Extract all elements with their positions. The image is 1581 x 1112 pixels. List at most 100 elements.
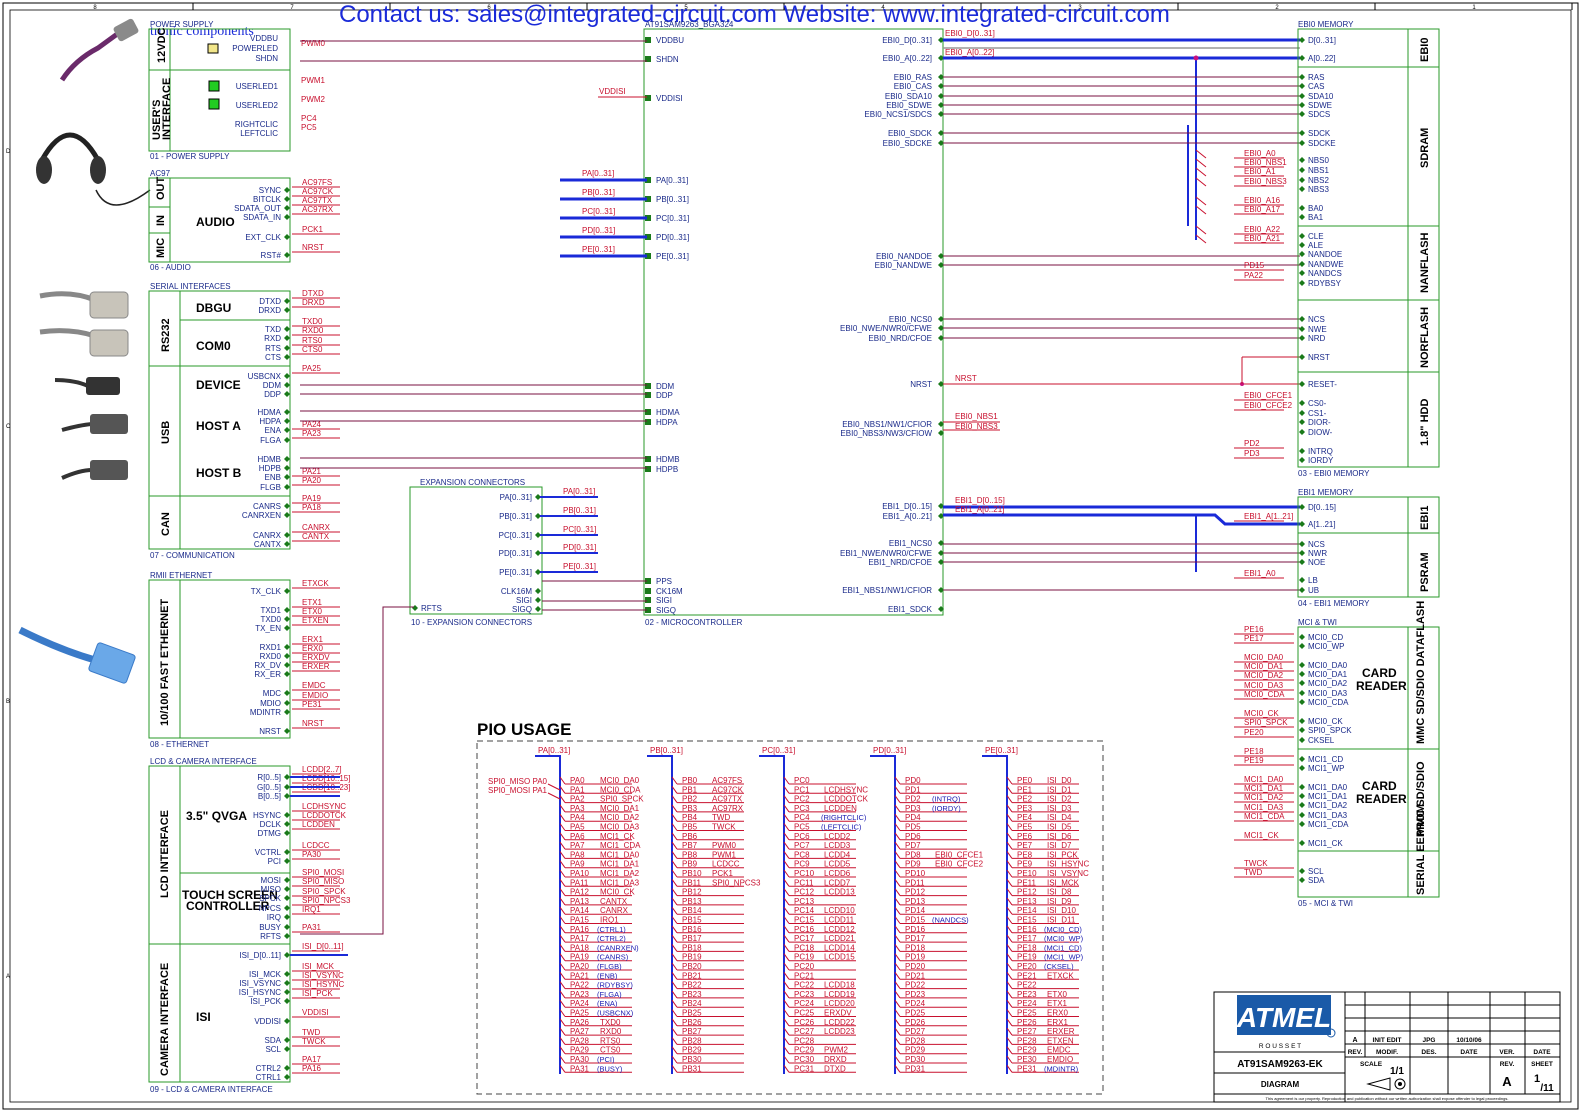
comm-net-pa23-8: PA23 xyxy=(302,429,322,438)
mci-net-pe18-10: PE18 xyxy=(1244,747,1264,756)
cam-net-twd: TWD xyxy=(302,1028,320,1037)
power-side: 12VDC xyxy=(156,27,168,63)
mcu-left-sigq: SIGQ xyxy=(656,606,676,615)
audio-net-ac97ck: AC97CK xyxy=(302,187,334,196)
pio-pa21-alt: (ENB) xyxy=(597,971,618,980)
mcu-block[interactable] xyxy=(643,28,944,616)
tb-head-ver: VER. xyxy=(1499,1049,1514,1056)
contact-banner[interactable]: Contact us: sales@integrated-circuit.com… xyxy=(339,1,1170,28)
comm-pin-hdpa-10-pin xyxy=(284,418,290,424)
eth-net-erxer: ERXER xyxy=(302,662,330,671)
lcd-pin-busy: BUSY xyxy=(259,923,281,932)
mci-block xyxy=(1297,626,1440,898)
comm-pin-canrx-19: CANRX xyxy=(253,531,282,540)
eth-net-erxdv: ERXDV xyxy=(302,653,330,662)
comm-pin-canrxen-18-pin xyxy=(284,512,290,518)
audio-side-out: OUT xyxy=(155,177,167,201)
cam-net-isi-d-0-11: ISI_D[0..11] xyxy=(302,942,344,951)
pio-pd10: PD10 xyxy=(905,869,926,878)
comm-pin-txd-2-pin xyxy=(284,326,290,332)
mci-title: MCI & TWI xyxy=(1298,618,1337,627)
pio-pc4-alt: (RIGHTCLIC) xyxy=(821,813,867,822)
pio-pc27: PC27 xyxy=(794,1027,815,1036)
comm-pin-drxd-1: DRXD xyxy=(258,306,281,315)
comm-net-txd0-2: TXD0 xyxy=(302,317,323,326)
ebi0-pin-nbs3-12: NBS3 xyxy=(1308,185,1329,194)
lcd-net-irq1: IRQ1 xyxy=(302,905,321,914)
lcd-net-lcddotck: LCDDOTCK xyxy=(302,811,347,820)
pio-pc2-func: LCDDOTCK xyxy=(824,795,869,804)
comm-net-dtxd-0: DTXD xyxy=(302,289,324,298)
exp-pin-sigi: SIGI xyxy=(516,596,532,605)
exp-title: EXPANSION CONNECTORS xyxy=(420,478,525,487)
audio-net-ac97rx: AC97RX xyxy=(302,205,334,214)
net-ebi0-d: EBI0_D[0..31] xyxy=(945,29,995,38)
ebi0-side-ebi0: EBI0 xyxy=(1419,38,1431,62)
mcu-right-ebi0-ncs0: EBI0_NCS0 xyxy=(889,315,933,324)
border-col-5: 5 xyxy=(684,5,688,11)
comm-pin-hdma-9-pin xyxy=(284,409,290,415)
pio-pb4-func: TWD xyxy=(712,813,730,822)
pio-pb7: PB7 xyxy=(682,841,698,850)
exp-pin-sigq-pin xyxy=(535,606,541,612)
pio-pa6-func: MCI1_CK xyxy=(600,832,635,841)
pio-pa9: PA9 xyxy=(570,860,585,869)
power-block xyxy=(148,28,291,152)
pio-pb20: PB20 xyxy=(682,962,702,971)
comm-net-pa18-12: PA18 xyxy=(302,503,322,512)
pio-pb19: PB19 xyxy=(682,953,702,962)
mci-net-mci0-cda-6: MCI0_CDA xyxy=(1244,690,1285,699)
power-title: POWER SUPPLY xyxy=(150,20,214,29)
pio-pd3-alt: (IORDY) xyxy=(932,804,961,813)
mcu-net-pe-0-31: PE[0..31] xyxy=(582,245,615,254)
eth-block xyxy=(148,579,291,739)
mci-pin-mci0-da0-2: MCI0_DA0 xyxy=(1308,661,1348,670)
audio-pin-bitclk: BITCLK xyxy=(253,195,282,204)
user-led1 xyxy=(208,80,220,92)
pin-leftclic: LEFTCLIC xyxy=(240,129,278,138)
mci-pin-mci0-wp-1: MCI0_WP xyxy=(1308,642,1344,651)
pio-pd26: PD26 xyxy=(905,1018,926,1027)
audio-net-pck1: PCK1 xyxy=(302,225,323,234)
comm-side-rs232: RS232 xyxy=(160,318,172,352)
pio-pa22: PA22 xyxy=(570,981,590,990)
comm-side-usb: USB xyxy=(160,421,172,444)
mcu-left-pa-0-31: PA[0..31] xyxy=(656,176,688,185)
audio-pin-sdata-out-pin xyxy=(284,205,290,211)
pio-pc10-func: LCDD6 xyxy=(824,869,851,878)
ebi1-pin-nwr-pin xyxy=(1299,550,1305,556)
pio-pa14-func: CANRX xyxy=(600,906,629,915)
comm-pin-flga-12: FLGA xyxy=(260,436,282,445)
ebi0-pin-reset-25: RESET- xyxy=(1308,380,1337,389)
tb-notice: This agreement is our property. Reproduc… xyxy=(1266,1096,1509,1101)
mci-pin-sda-19-pin xyxy=(1299,877,1305,883)
ebi0-pin-nbs2-11-pin xyxy=(1299,177,1305,183)
pio-pb30: PB30 xyxy=(682,1055,702,1064)
ebi0-pin-sdcke-8: SDCKE xyxy=(1308,139,1336,148)
brand-subtitle: tronic components xyxy=(150,24,254,39)
ebi0-net-ebi0-cfce1-10: EBI0_CFCE1 xyxy=(1244,391,1293,400)
pio-pc26-func: LCDD22 xyxy=(824,1018,855,1027)
tb-board: AT91SAM9263-EK xyxy=(1237,1059,1323,1070)
ebi0-pin-sda10-4-pin xyxy=(1299,93,1305,99)
pio-pa5: PA5 xyxy=(570,823,585,832)
ebi1-side-ebi1: EBI1 xyxy=(1419,506,1431,530)
pio-pa7-func: MCI1_CDA xyxy=(600,841,641,850)
pio-pc11: PC11 xyxy=(794,878,814,887)
ebi0-pin-cs0-26-pin xyxy=(1299,400,1305,406)
pio-pa30-alt: (PCI) xyxy=(597,1055,615,1064)
atmel-logo xyxy=(1237,995,1331,1035)
ebi1-pin-d-0-15-pin xyxy=(1299,504,1305,510)
cam-side: CAMERA INTERFACE xyxy=(159,963,171,1076)
audio-pin-rst: RST# xyxy=(261,251,282,260)
mci-pin-mci0-da1-3: MCI0_DA1 xyxy=(1308,670,1348,679)
pio-pa31-alt: (BUSY) xyxy=(597,1064,623,1073)
pin-userled1: USERLED1 xyxy=(236,82,279,91)
pio-pa6: PA6 xyxy=(570,832,585,841)
cam-pin-isi-d-0-11-pin xyxy=(284,952,290,958)
ebi0-pin-rdybsy-20-pin xyxy=(1299,280,1305,286)
mci-net-mci0-da0-2: MCI0_DA0 xyxy=(1244,653,1284,662)
pio-pc16-func: LCDD12 xyxy=(824,925,855,934)
pio-pe27: PE27 xyxy=(1017,1027,1037,1036)
comm-pin-ddm-7-pin xyxy=(284,382,290,388)
